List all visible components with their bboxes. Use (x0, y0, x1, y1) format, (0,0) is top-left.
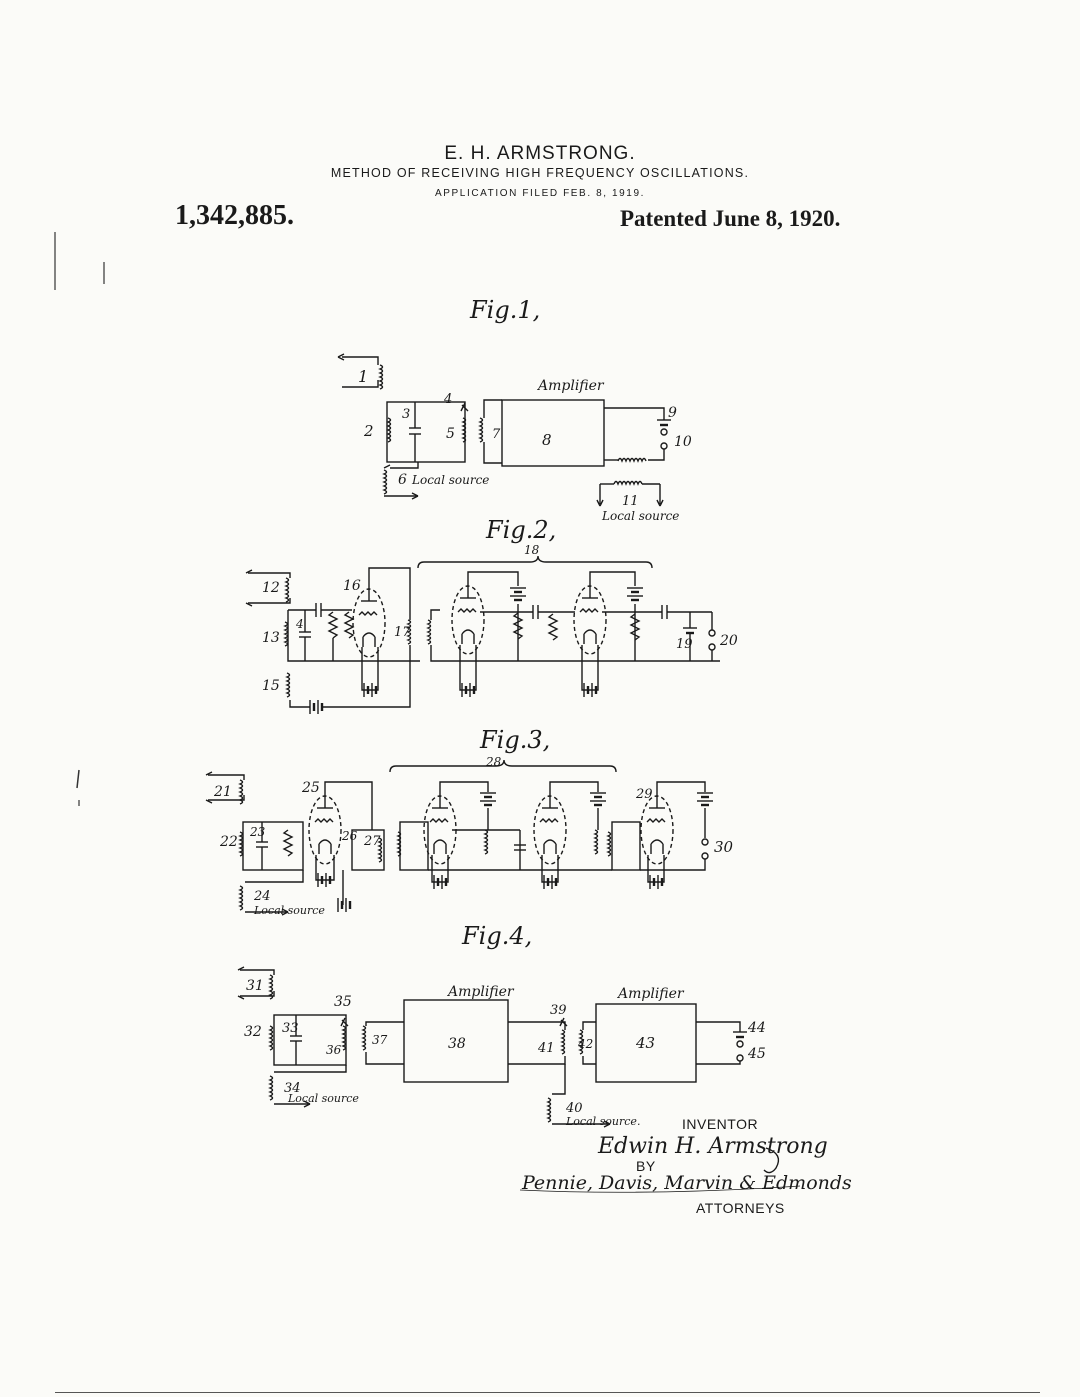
ref-7: 7 (492, 427, 501, 442)
ref-2: 2 (363, 422, 374, 440)
ref-17: 17 (394, 625, 411, 640)
ref-15: 15 (262, 678, 280, 694)
ref-27: 27 (363, 834, 381, 849)
ref-18: 18 (524, 543, 540, 557)
application-filed-date: APPLICATION FILED FEB. 8, 1919. (434, 188, 646, 199)
ref-19: 19 (676, 637, 693, 652)
ref-21: 21 (213, 784, 232, 800)
fig1-local-source-11: Local source (601, 509, 679, 523)
attorneys-label: ATTORNEYS (696, 1200, 785, 1216)
fig1-title: Fig.1, (470, 296, 541, 324)
ref-34: 34 (284, 1081, 301, 1096)
fig4-amplifier-b: Amplifier (616, 986, 685, 1002)
ref-4-fig2: 4 (295, 617, 304, 631)
fig3-title: Fig.3, (480, 726, 551, 754)
signature-flourish (763, 1147, 780, 1174)
ref-39: 39 (550, 1003, 567, 1018)
ref-26: 26 (341, 829, 358, 843)
inventor-name: E. H. ARMSTRONG. (444, 143, 636, 164)
ref-4: 4 (443, 392, 452, 407)
ref-35: 35 (334, 994, 352, 1010)
ref-9: 9 (668, 405, 677, 421)
by-label: BY (636, 1158, 656, 1174)
ref-29: 29 (635, 787, 653, 802)
ref-23: 23 (249, 825, 266, 839)
fig4-diagram (237, 966, 747, 1128)
fig2-title: Fig.2, (486, 516, 557, 544)
ref-36: 36 (326, 1043, 342, 1057)
fig4-amplifier-a: Amplifier (446, 984, 515, 1000)
ref-20: 20 (719, 633, 738, 649)
patent-number: 1,342,885. (175, 200, 294, 231)
ref-11: 11 (622, 494, 639, 509)
fig3-diagram (205, 759, 715, 916)
ref-13: 13 (262, 630, 280, 646)
fig3-local-source: Local source (253, 904, 325, 917)
ref-10: 10 (674, 434, 692, 450)
ref-1: 1 (358, 367, 368, 386)
ref-30: 30 (714, 838, 734, 856)
ref-40: 40 (565, 1101, 583, 1116)
ref-38: 38 (448, 1036, 466, 1052)
ref-8: 8 (542, 431, 552, 449)
ref-41: 41 (537, 1041, 555, 1056)
fig1-amplifier-label: Amplifier (536, 378, 605, 394)
ref-22: 22 (219, 834, 238, 850)
bottom-rule (55, 1392, 1040, 1393)
ref-24: 24 (253, 889, 271, 904)
inventor-label: INVENTOR (682, 1116, 759, 1132)
fig2-diagram (245, 555, 720, 716)
ref-5: 5 (446, 426, 455, 442)
ref-32: 32 (244, 1024, 262, 1040)
fig1-diagram (337, 353, 671, 507)
ref-31: 31 (246, 978, 264, 994)
ref-6: 6 (398, 472, 407, 488)
attorneys-signature: Pennie, Davis, Marvin & Edmonds (522, 1172, 852, 1194)
inventor-signature: Edwin H. Armstrong (598, 1134, 828, 1159)
fig4-local-source-40: Local source. (565, 1115, 640, 1128)
ref-33: 33 (282, 1021, 299, 1036)
ref-37: 37 (372, 1033, 388, 1047)
ref-43: 43 (635, 1034, 655, 1052)
ref-44: 44 (747, 1020, 766, 1036)
ref-3: 3 (402, 407, 410, 422)
ref-12: 12 (262, 580, 280, 596)
fig4-local-source-34: Local source (287, 1092, 359, 1105)
patent-title: METHOD OF RECEIVING HIGH FREQUENCY OSCIL… (330, 166, 750, 180)
ref-25: 25 (301, 780, 320, 796)
ref-16: 16 (343, 578, 361, 594)
fig1-local-source-6: Local source (411, 473, 489, 487)
ref-28: 28 (485, 755, 502, 769)
patented-date: Patented June 8, 1920. (620, 206, 841, 231)
ref-42: 42 (577, 1037, 593, 1051)
fig4-title: Fig.4, (462, 922, 533, 950)
ref-45: 45 (747, 1046, 766, 1062)
